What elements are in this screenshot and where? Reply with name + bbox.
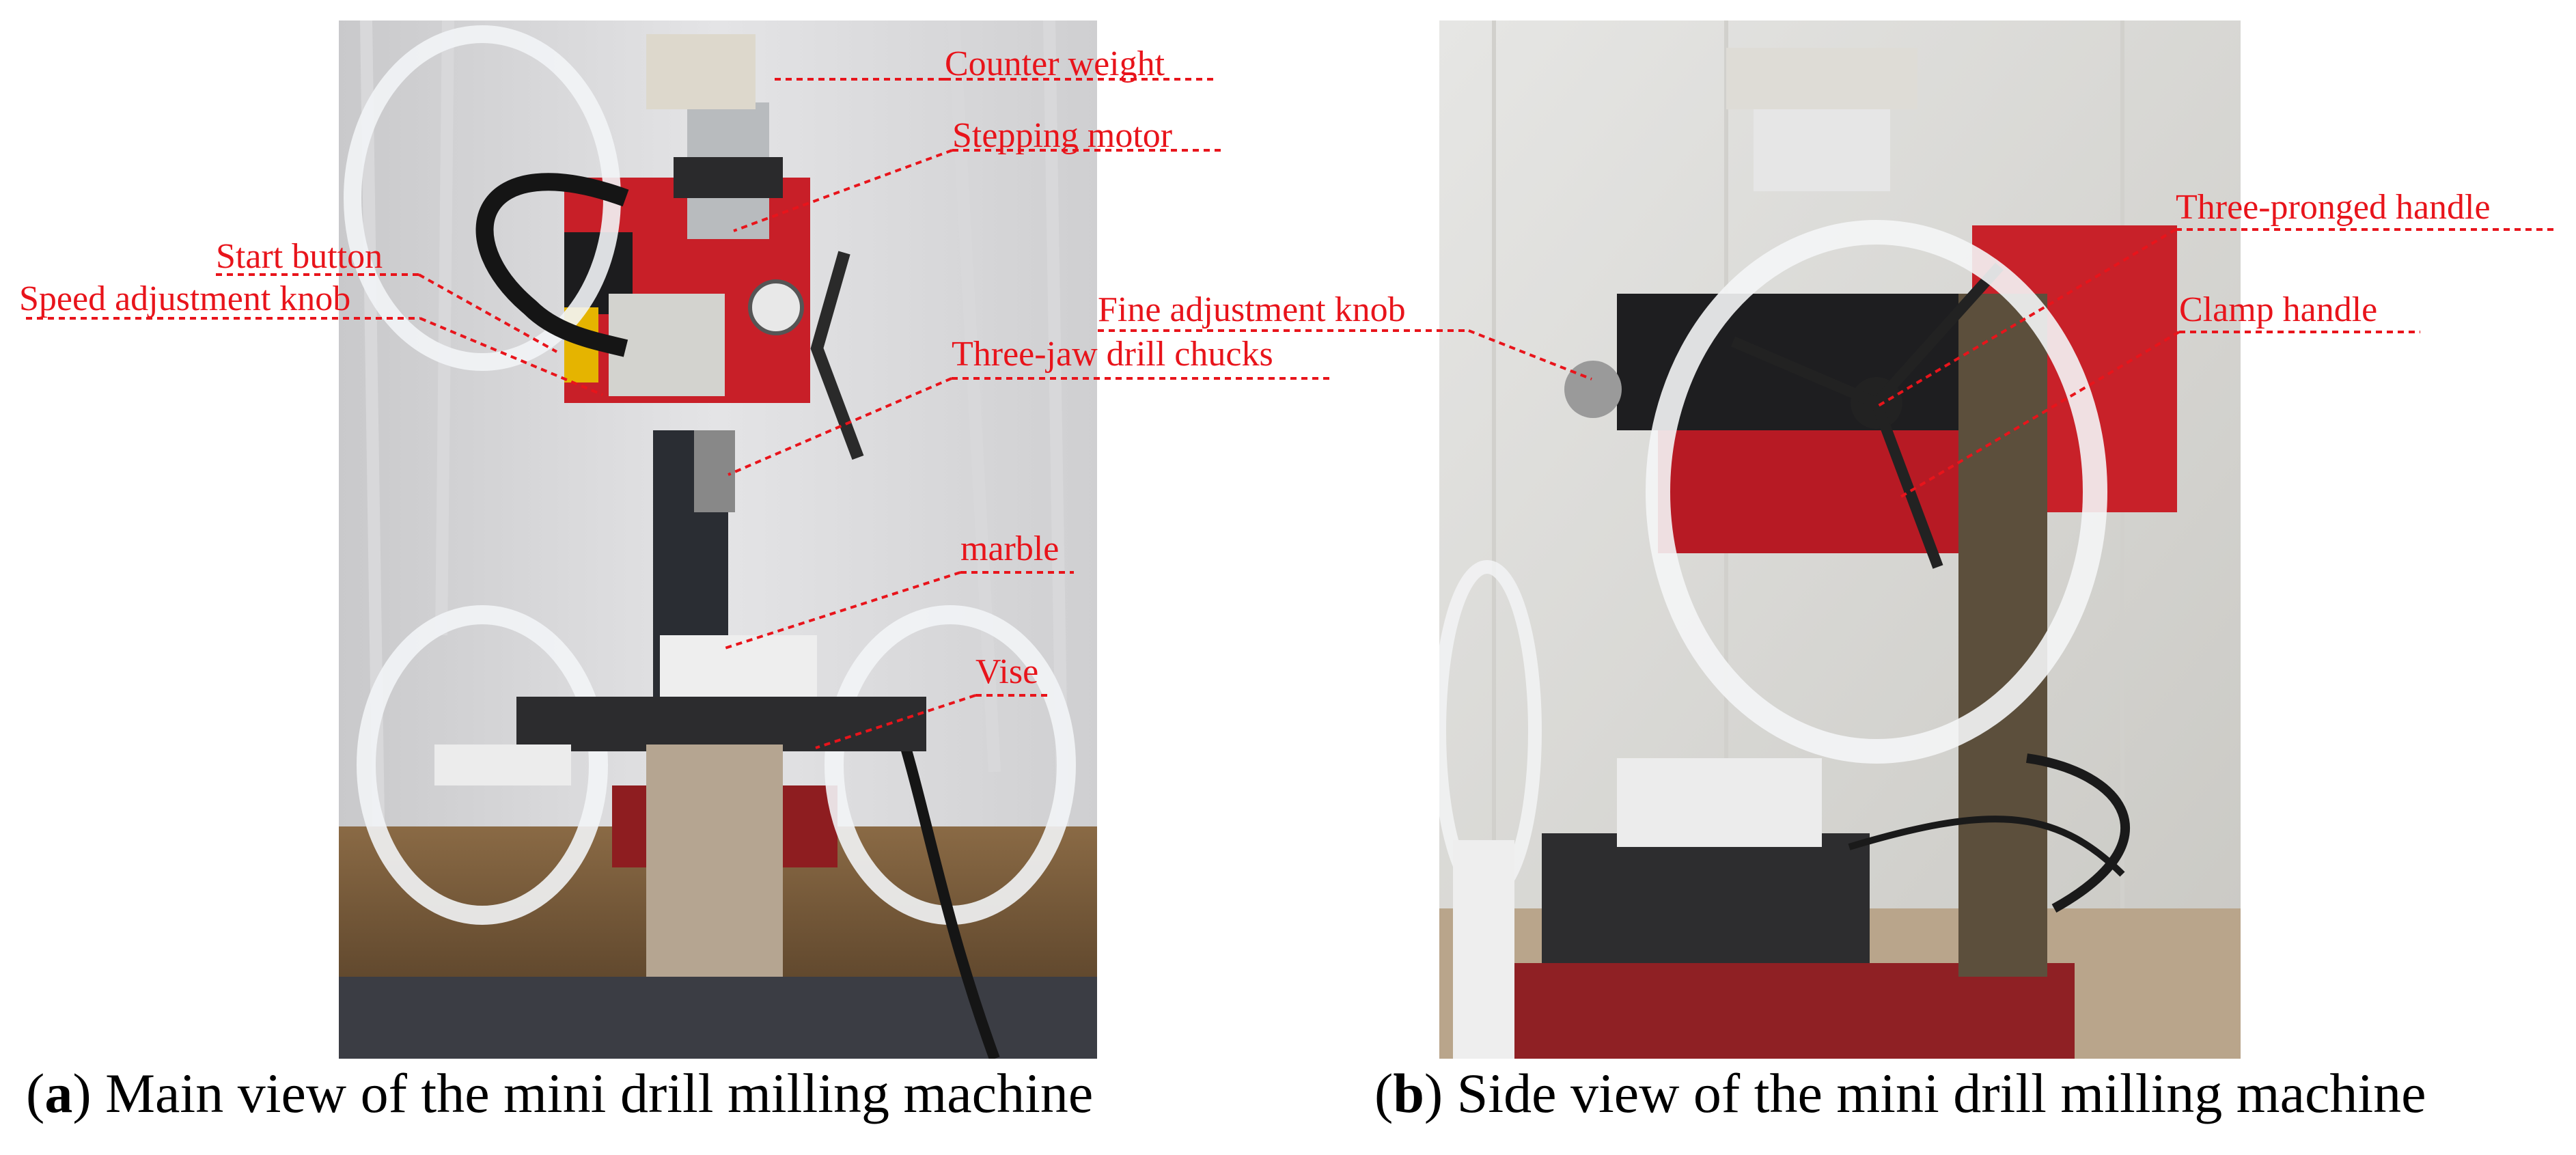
label-speed-adjustment-knob: Speed adjustment knob bbox=[19, 279, 350, 318]
caption-side-view: (b) Side view of the mini drill milling … bbox=[1374, 1062, 2426, 1124]
caption-text-a: Main view of the mini drill milling mach… bbox=[105, 1062, 1094, 1124]
photo-side-view bbox=[1439, 20, 2241, 1059]
label-fine-adjustment-knob: Fine adjustment knob bbox=[1098, 290, 1406, 329]
photo-main-view bbox=[339, 20, 1097, 1059]
caption-text-b: Side view of the mini drill milling mach… bbox=[1456, 1062, 2426, 1124]
caption-main-view: (a) Main view of the mini drill milling … bbox=[26, 1062, 1094, 1124]
caption-letter-b: b bbox=[1393, 1062, 1424, 1124]
caption-letter-a: a bbox=[44, 1062, 73, 1124]
